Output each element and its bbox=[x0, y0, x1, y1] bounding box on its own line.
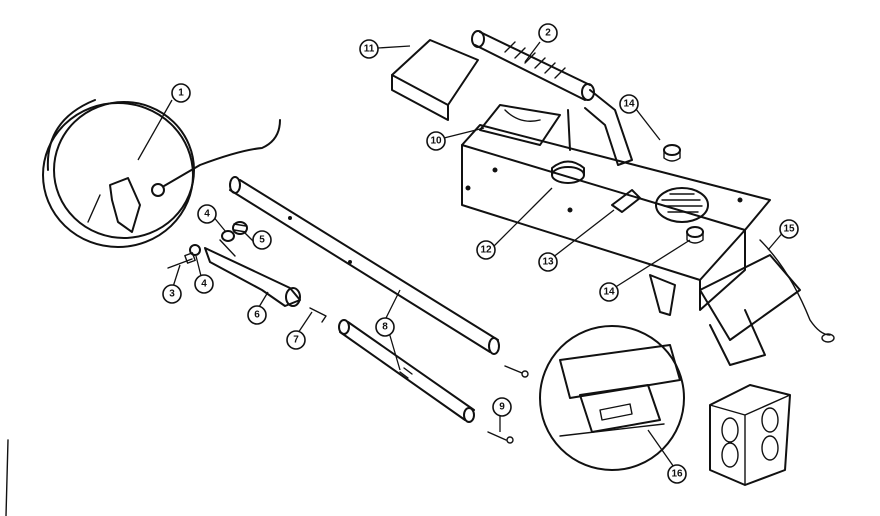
bolt bbox=[167, 252, 196, 269]
cover-plate bbox=[391, 39, 479, 121]
callout-13: 13 bbox=[538, 252, 558, 272]
clip bbox=[309, 307, 327, 323]
callout-circle bbox=[359, 39, 379, 59]
callout-circle bbox=[476, 240, 496, 260]
callout-14b: 14 bbox=[599, 282, 619, 302]
meter-panel bbox=[479, 104, 561, 146]
callout-circle bbox=[194, 274, 214, 294]
toggle-switch bbox=[611, 189, 641, 213]
callout-circle bbox=[197, 204, 217, 224]
callout-number: 4 bbox=[204, 209, 210, 220]
callout-number: 2 bbox=[545, 28, 551, 39]
callout-12: 12 bbox=[476, 240, 496, 260]
callout-4b: 4 bbox=[194, 274, 214, 294]
callout-circle bbox=[538, 252, 558, 272]
callout-number: 1 bbox=[178, 88, 184, 99]
callout-5: 5 bbox=[252, 230, 272, 250]
callout-number: 10 bbox=[430, 136, 442, 147]
speaker-grille bbox=[655, 187, 709, 223]
callout-11: 11 bbox=[359, 39, 379, 59]
callout-number: 14 bbox=[623, 99, 635, 110]
callout-circle bbox=[492, 397, 512, 417]
callout-number: 15 bbox=[783, 224, 795, 235]
handle-grip bbox=[471, 30, 595, 101]
tuning-knob bbox=[551, 160, 585, 184]
callout-3: 3 bbox=[162, 284, 182, 304]
callout-number: 16 bbox=[671, 469, 683, 480]
control-knob-a bbox=[663, 144, 681, 162]
callout-14a: 14 bbox=[619, 94, 639, 114]
callout-number: 11 bbox=[364, 44, 375, 55]
screws bbox=[487, 365, 529, 444]
battery-pack bbox=[709, 384, 791, 486]
battery-door bbox=[699, 239, 835, 366]
callout-16: 16 bbox=[667, 464, 687, 484]
knob bbox=[232, 221, 248, 235]
callout-circle bbox=[667, 464, 687, 484]
callout-number: 9 bbox=[499, 402, 505, 413]
callout-circle bbox=[538, 23, 558, 43]
upper-tube bbox=[229, 176, 500, 355]
callout-number: 12 bbox=[480, 245, 492, 256]
callout-number: 14 bbox=[603, 287, 615, 298]
callout-number: 4 bbox=[201, 279, 207, 290]
callout-15: 15 bbox=[779, 219, 799, 239]
callout-number: 3 bbox=[169, 289, 175, 300]
callout-8: 8 bbox=[375, 317, 395, 337]
callout-circle bbox=[779, 219, 799, 239]
control-knob-b bbox=[686, 226, 704, 244]
magnified-detail bbox=[539, 325, 685, 471]
margin-line bbox=[5, 439, 9, 516]
control-box bbox=[461, 124, 771, 311]
callout-circle bbox=[247, 305, 267, 325]
callout-number: 13 bbox=[542, 257, 554, 268]
callout-circle bbox=[619, 94, 639, 114]
callout-2: 2 bbox=[538, 23, 558, 43]
callout-circle bbox=[375, 317, 395, 337]
callout-number: 8 bbox=[382, 322, 388, 333]
callout-circle bbox=[171, 83, 191, 103]
callout-number: 5 bbox=[259, 235, 265, 246]
callout-10: 10 bbox=[426, 131, 446, 151]
callout-number: 6 bbox=[254, 310, 260, 321]
middle-tube bbox=[338, 319, 475, 423]
lower-stem bbox=[204, 239, 301, 307]
callout-9: 9 bbox=[492, 397, 512, 417]
side-latch bbox=[649, 274, 676, 316]
callout-4a: 4 bbox=[197, 204, 217, 224]
callout-circle bbox=[162, 284, 182, 304]
callout-circle bbox=[599, 282, 619, 302]
callout-circle bbox=[286, 330, 306, 350]
callout-7: 7 bbox=[286, 330, 306, 350]
washer-b bbox=[189, 244, 201, 256]
callout-1: 1 bbox=[171, 83, 191, 103]
callout-circle bbox=[426, 131, 446, 151]
washer-a bbox=[221, 230, 235, 242]
callout-circle bbox=[252, 230, 272, 250]
callout-6: 6 bbox=[247, 305, 267, 325]
callout-number: 7 bbox=[293, 335, 299, 346]
search-coil bbox=[42, 99, 281, 248]
